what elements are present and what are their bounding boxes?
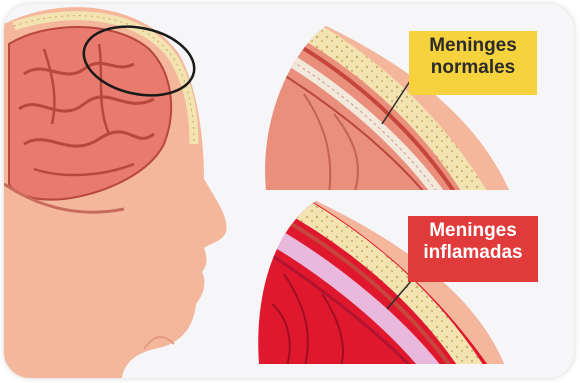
label-inflamed-meninges: Meninges inflamadas (408, 216, 538, 282)
label-inflamed-line1: Meninges (416, 220, 530, 242)
illustration-card: Meninges normales Meninges inflamadas (4, 4, 574, 378)
label-inflamed-line2: inflamadas (416, 242, 530, 264)
label-normal-meninges: Meninges normales (409, 31, 537, 95)
label-normal-line2: normales (417, 57, 529, 79)
label-normal-line1: Meninges (417, 35, 529, 57)
